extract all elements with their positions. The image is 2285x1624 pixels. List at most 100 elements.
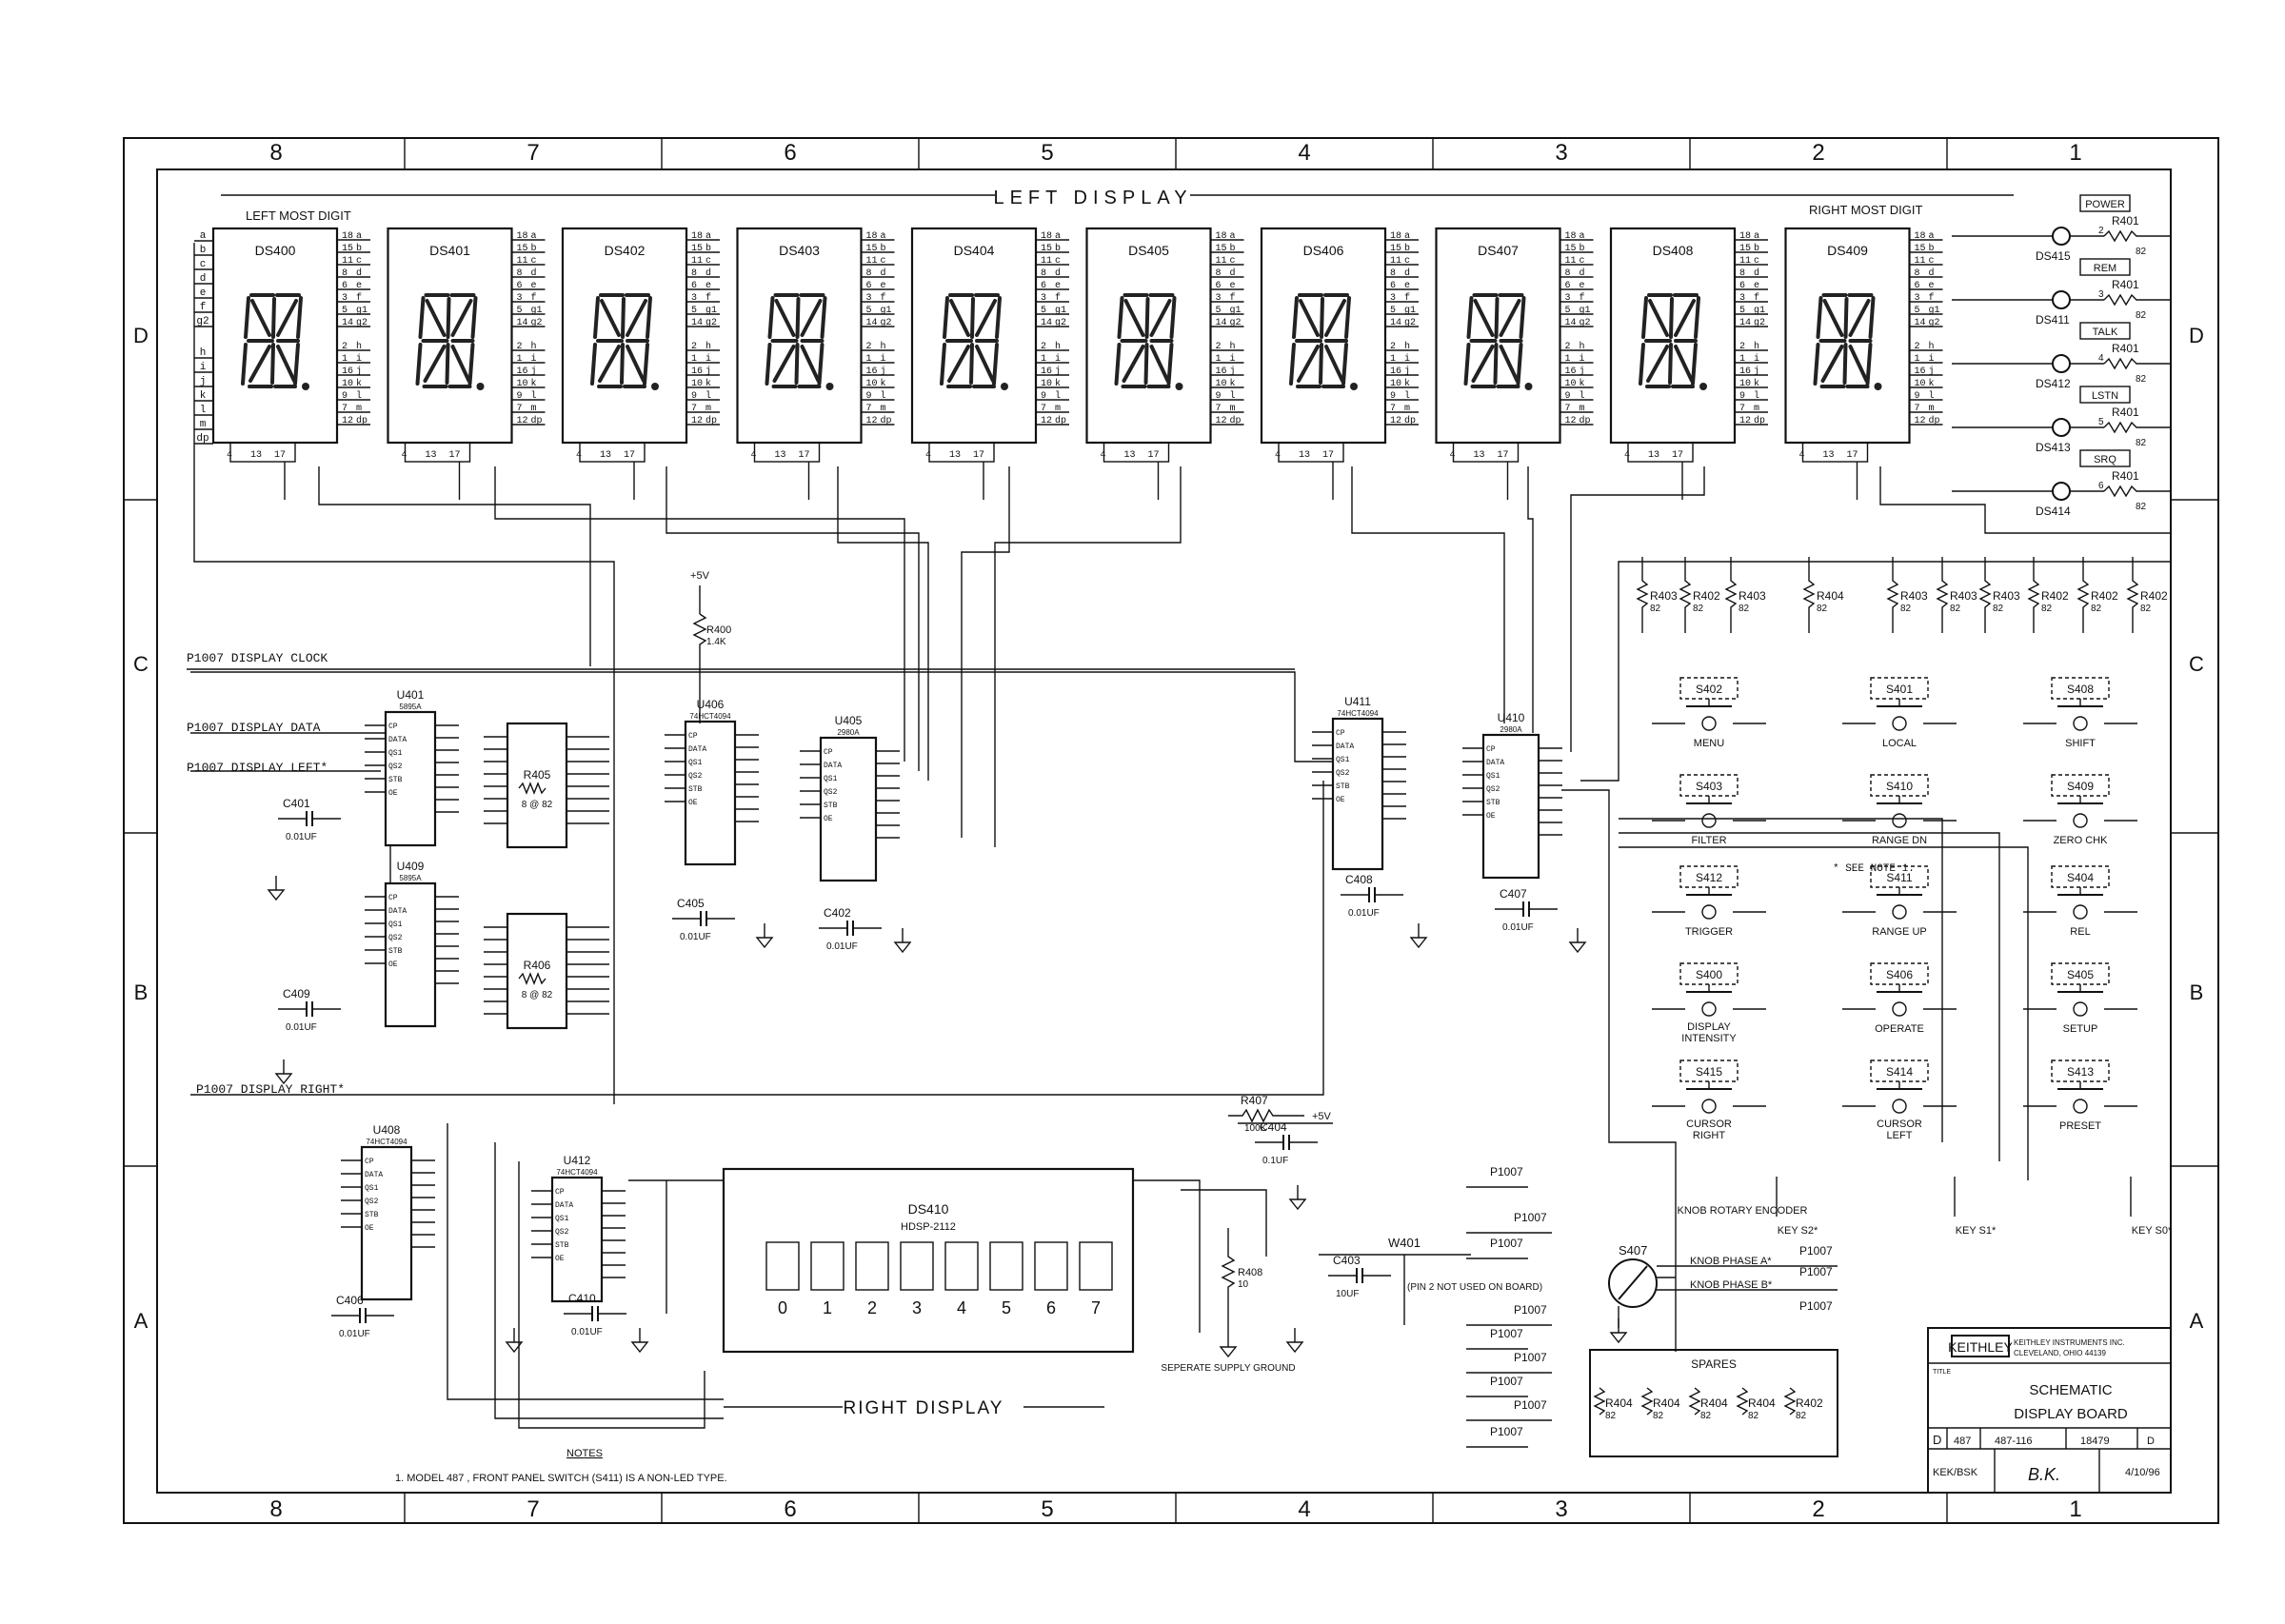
pin-number: 11 <box>1739 256 1751 267</box>
pin-number: 9 <box>1041 391 1046 402</box>
pin-number: 8 <box>1041 268 1046 279</box>
pin-number: 15 <box>866 244 878 254</box>
segment-name: c <box>1754 256 1759 267</box>
switch-label: LOCAL <box>1882 738 1917 749</box>
pin-number: 16 <box>1739 366 1751 377</box>
pin-number: 1 <box>1216 354 1222 365</box>
switch-ref: S401 <box>1886 683 1913 696</box>
pin-number: 13 <box>949 450 961 461</box>
segment-label: m <box>200 419 207 430</box>
ic-pin-label: QS2 <box>1336 769 1350 778</box>
col-label-bottom: 8 <box>269 1496 282 1522</box>
pin-number: 1 <box>1739 354 1745 365</box>
tb-model: 487 <box>1954 1436 1971 1447</box>
segment-name: g2 <box>1230 318 1242 328</box>
pin-number: 11 <box>342 256 353 267</box>
led-resistor-value: 82 <box>2136 374 2147 385</box>
encoder-phase-b: KNOB PHASE B* <box>1690 1279 1773 1291</box>
pin-number: 16 <box>1041 366 1052 377</box>
pin-number: 2 <box>691 342 697 352</box>
capacitor-ref: C403 <box>1333 1254 1361 1267</box>
spare-resistor-ref: R402 <box>1796 1396 1823 1410</box>
ic-pin-label: OE <box>1336 796 1345 804</box>
sixteen-segment-glyph <box>1289 293 1358 390</box>
ic-ref: U406 <box>697 698 725 711</box>
segment-name: j <box>705 366 711 377</box>
ds410-char-label: 1 <box>823 1298 832 1317</box>
ic-pin-label: QS1 <box>688 759 703 767</box>
key-resistor-value: 82 <box>2041 604 2053 614</box>
status-led-label: LSTN <box>2092 390 2118 402</box>
segment-name: c <box>356 256 362 267</box>
ic-pin-label: DATA <box>824 762 842 770</box>
col-label-top: 3 <box>1555 140 1567 166</box>
pin-number: 2 <box>342 342 348 352</box>
ds410-part: HDSP-2112 <box>901 1221 956 1233</box>
pin-number: 4 <box>1275 450 1281 461</box>
signal-display-data: P1007 DISPLAY DATA <box>187 721 321 735</box>
pin-number: 13 <box>1124 450 1136 461</box>
pin-number: 8 <box>1216 268 1222 279</box>
key-resistor-ref: R403 <box>1900 589 1928 603</box>
ic-ref: U412 <box>564 1154 591 1167</box>
pin-number: 5 <box>1390 306 1396 316</box>
pin-number: 6 <box>1041 281 1046 291</box>
segment-name: k <box>1929 378 1935 389</box>
segment-name: m <box>1230 404 1236 414</box>
col-label-bottom: 7 <box>527 1496 539 1522</box>
segment-name: e <box>356 281 362 291</box>
pin-number: 8 <box>1390 268 1396 279</box>
resistor-value: 100K <box>1244 1123 1267 1134</box>
segment-name: j <box>1055 366 1061 377</box>
ground-symbols <box>267 876 1628 1358</box>
capacitor-ref: C406 <box>336 1294 364 1307</box>
segment-name: m <box>1580 404 1585 414</box>
key-resistor-ref: R402 <box>2091 589 2118 603</box>
segment-name: j <box>1404 366 1410 377</box>
pin-number: 5 <box>866 306 872 316</box>
p1007-label: P1007 <box>1490 1425 1523 1438</box>
segment-name: b <box>1754 243 1759 254</box>
ic-pin-label: QS2 <box>555 1228 569 1237</box>
key-output-label: KEY S1* <box>1956 1225 1997 1237</box>
segment-name: e <box>1055 281 1061 291</box>
segment-name: dp <box>356 415 368 426</box>
capacitor-ref: C404 <box>1260 1120 1287 1134</box>
resistor-value: 10 <box>1238 1279 1249 1290</box>
p1007-label: P1007 <box>1490 1237 1523 1250</box>
key-resistor-ref: R403 <box>1993 589 2020 603</box>
pin-number: 8 <box>691 268 697 279</box>
pin-number: 10 <box>1915 379 1926 389</box>
ic-pin-label: STB <box>824 802 838 810</box>
segment-name: c <box>1929 256 1935 267</box>
pin-number: 10 <box>342 379 353 389</box>
pin-number: 18 <box>1041 231 1052 242</box>
segment-name: i <box>1404 353 1410 365</box>
resnet-ref: R406 <box>524 959 551 972</box>
pin-number: 18 <box>1915 231 1926 242</box>
pin-number: 7 <box>517 404 523 414</box>
segment-label: g2 <box>196 316 209 327</box>
tb-approved: B.K. <box>2028 1465 2060 1484</box>
pin-number: 15 <box>1565 244 1577 254</box>
digit-ref: DS409 <box>1827 243 1868 258</box>
segment-name: b <box>1230 243 1236 254</box>
led-resistor-pin: 3 <box>2098 289 2104 300</box>
separate-supply-note: SEPERATE SUPPLY GROUND <box>1161 1363 1295 1374</box>
col-label-top: 1 <box>2069 140 2081 166</box>
